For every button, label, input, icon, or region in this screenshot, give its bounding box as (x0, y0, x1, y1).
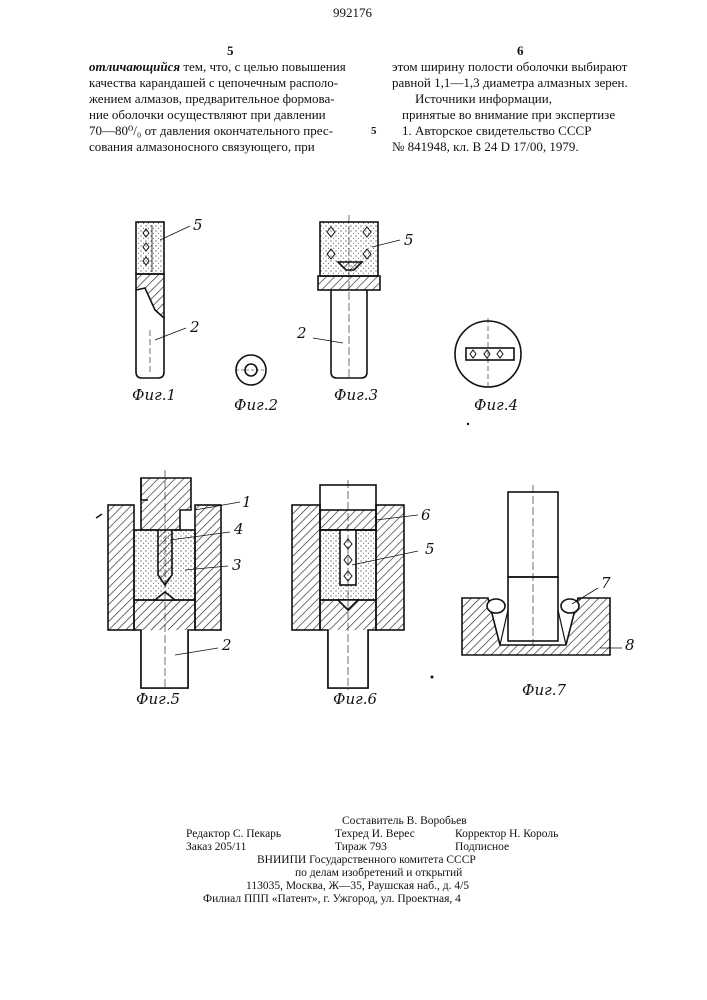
label-fig5-2: 2 (222, 638, 232, 653)
fig1-shell (136, 274, 164, 318)
imprint-branch: Филиал ППП «Патент», г. Ужгород, ул. Про… (203, 894, 461, 906)
caption-fig2: Фиг.2 (234, 398, 278, 413)
imprint-techred: Техред И. Верес (335, 829, 415, 841)
fig4-drawing (455, 318, 521, 390)
fig7-base-plate (462, 598, 610, 655)
label-fig7-8: 8 (625, 638, 635, 653)
fig1-diamond-core (136, 222, 164, 274)
fig5-mold-left (108, 505, 134, 630)
caption-fig7: Фиг.7 (522, 683, 566, 698)
label-fig6-6: 6 (421, 508, 431, 523)
imprint-subscription: Подписное (455, 842, 509, 854)
imprint-editor: Редактор С. Пекарь (186, 829, 281, 841)
imprint-org: ВНИИПИ Государственного комитета СССР (257, 855, 476, 867)
caption-fig6: Фиг.6 (333, 692, 377, 707)
caption-fig1: Фиг.1 (132, 388, 176, 403)
fig7-grain-left (487, 599, 505, 613)
caption-fig4: Фиг.4 (474, 398, 518, 413)
fig2-drawing (236, 355, 266, 385)
fig6-mold-left (292, 505, 320, 630)
imprint-circulation: Тираж 793 (335, 842, 387, 854)
label-fig3-2: 2 (297, 326, 307, 341)
imprint-org2: по делам изобретений и открытий (295, 868, 462, 880)
fig3-drawing (313, 215, 400, 380)
caption-fig3: Фиг.3 (334, 388, 378, 403)
imprint-address: 113035, Москва, Ж—35, Раушская наб., д. … (246, 881, 469, 893)
label-fig5-1: 1 (242, 495, 252, 510)
label-fig1-2: 2 (190, 320, 200, 335)
label-fig7-7: 7 (601, 576, 611, 591)
label-fig3-5: 5 (404, 233, 414, 248)
fig1-drawing (136, 222, 190, 378)
label-fig5-4: 4 (234, 522, 244, 537)
caption-fig5: Фиг.5 (136, 692, 180, 707)
fig6-drawing (292, 480, 418, 690)
fig7-drawing (462, 485, 622, 655)
label-fig6-5: 5 (425, 542, 435, 557)
fig6-mold-right (376, 505, 404, 630)
label-fig1-5: 5 (193, 218, 203, 233)
label-fig5-3: 3 (232, 558, 242, 573)
imprint-corrector: Корректор Н. Король (455, 829, 558, 841)
imprint-compiler: Составитель В. Воробьев (342, 816, 467, 828)
imprint-order: Заказ 205/11 (186, 842, 246, 854)
fig5-drawing (108, 470, 240, 690)
